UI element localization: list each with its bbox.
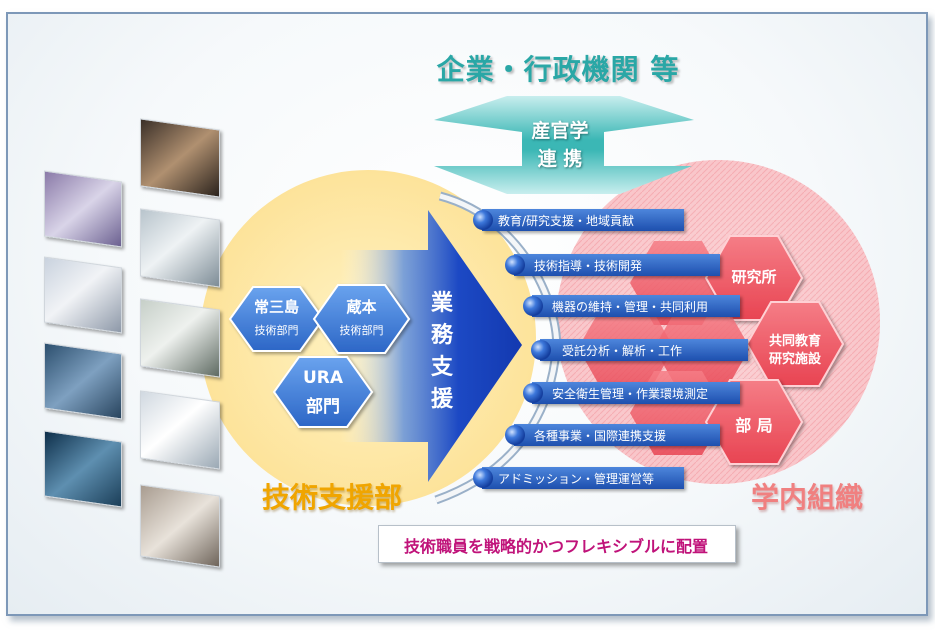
hex-joint-line2: 研究施設	[747, 348, 843, 367]
lab-photo	[140, 298, 220, 377]
lab-photo	[44, 343, 122, 420]
service-item: 各種事業・国際連携支援	[534, 427, 720, 444]
lab-photo	[140, 208, 220, 287]
hex-kuramoto-name: 蔵本	[314, 296, 409, 317]
hex-josanjima-sub: 技術部門	[230, 322, 323, 338]
bullet-sphere-icon	[531, 340, 551, 360]
hex-ura-line1: URA	[274, 368, 372, 388]
hex-institute-label: 研究所	[706, 266, 802, 287]
lab-photo	[140, 118, 220, 197]
service-item: アドミッション・管理運営等	[498, 470, 684, 487]
campus-organizations-title: 学内組織	[722, 476, 892, 516]
hex-ura-line2: 部門	[274, 392, 372, 417]
support-char: 援	[428, 384, 456, 416]
hex-josanjima-name: 常三島	[230, 296, 323, 317]
up-arrow-label-2: 連 携	[520, 144, 600, 171]
bullet-sphere-icon	[505, 255, 525, 275]
hex-department-label: 部 局	[706, 412, 802, 436]
hex-joint-line1: 共同教育	[747, 330, 843, 349]
bullet-sphere-icon	[523, 383, 543, 403]
up-arrow-label-1: 産官学	[520, 116, 600, 143]
service-item: 受託分析・解析・工作	[562, 342, 748, 359]
lab-photo	[44, 257, 122, 334]
service-item: 技術指導・技術開発	[534, 257, 720, 274]
technical-support-title: 技術支援部	[242, 476, 422, 516]
service-item: 安全衛生管理・作業環境測定	[552, 385, 740, 402]
bullet-sphere-icon	[473, 468, 493, 488]
support-char: 務	[428, 320, 456, 352]
lab-photo	[44, 431, 122, 508]
service-item: 機器の維持・管理・共同利用	[552, 298, 740, 315]
support-char: 業	[428, 288, 456, 320]
hex-kuramoto-sub: 技術部門	[314, 322, 409, 338]
lab-photo	[140, 484, 220, 567]
lab-photo	[140, 390, 220, 469]
bullet-sphere-icon	[473, 210, 493, 230]
service-item: 教育/研究支援・地域貢献	[498, 212, 684, 229]
bullet-sphere-icon	[505, 425, 525, 445]
header-title: 企業・行政機関 等	[408, 48, 708, 88]
support-char: 支	[428, 352, 456, 384]
bullet-sphere-icon	[523, 296, 543, 316]
support-arrow-label: 業 務 支 援	[428, 288, 456, 416]
footer-text: 技術職員を戦略的かつフレキシブルに配置	[378, 533, 734, 557]
lab-photo	[44, 171, 122, 248]
